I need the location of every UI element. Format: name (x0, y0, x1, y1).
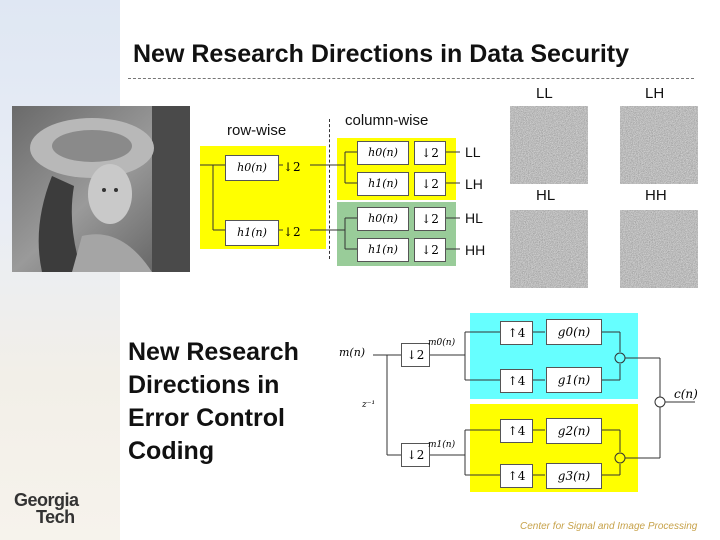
upsample-1: ↑4 (500, 321, 533, 345)
col-downsample-3: ↓2 (414, 207, 446, 231)
row-downsample-low: ↓2 (283, 160, 301, 174)
subband-label-lh: LH (645, 85, 665, 102)
coding-filter-g0: g0(n) (546, 319, 602, 345)
row-downsample-high: ↓2 (283, 225, 301, 239)
error-control-heading: New Research Directions in Error Control… (128, 338, 299, 465)
subband-tile-hh (620, 210, 698, 288)
delay-label: z⁻¹ (362, 400, 376, 410)
coding-input-label: m(n) (339, 346, 366, 359)
subband-label-hl: HL (536, 187, 556, 204)
coding-filter-g1: g1(n) (546, 367, 602, 393)
coding-filter-g3: g3(n) (546, 463, 602, 489)
upsample-3: ↑4 (500, 419, 533, 443)
row-filter-h1: h1(n) (225, 220, 279, 246)
col-downsample-1: ↓2 (414, 141, 446, 165)
column-wise-label: column-wise (345, 112, 429, 129)
row-column-divider (329, 119, 330, 259)
branch-label-m1: m1(n) (428, 440, 456, 450)
coding-output-label: c(n) (674, 387, 698, 401)
footer-text: Center for Signal and Image Processing (520, 521, 698, 532)
coding-downsample-bottom: ↓2 (401, 443, 430, 467)
logo-line-1: Georgia (14, 490, 79, 510)
output-lh: LH (465, 176, 483, 192)
coding-downsample-top: ↓2 (401, 343, 430, 367)
col-downsample-4: ↓2 (414, 238, 446, 262)
output-hl: HL (465, 210, 483, 226)
subband-tile-ll (510, 106, 588, 184)
subband-tile-lh (620, 106, 698, 184)
output-hh: HH (465, 242, 486, 258)
subband-label-hh: HH (645, 187, 667, 204)
col-filter-h1-a: h1(n) (357, 172, 409, 196)
georgia-tech-logo: Georgia Tech (14, 490, 79, 527)
upsample-2: ↑4 (500, 369, 533, 393)
col-filter-h1-b: h1(n) (357, 238, 409, 262)
subband-tile-hl (510, 210, 588, 288)
upsample-4: ↑4 (500, 464, 533, 488)
sample-photo (12, 106, 190, 272)
row-filter-h0: h0(n) (225, 155, 279, 181)
slide-title: New Research Directions in Data Security (133, 40, 630, 68)
col-filter-h0-b: h0(n) (357, 207, 409, 231)
coding-wiring (373, 331, 695, 476)
row-wise-label: row-wise (227, 122, 287, 139)
col-filter-h0-a: h0(n) (357, 141, 409, 165)
logo-line-2: Tech (36, 507, 75, 527)
col-downsample-2: ↓2 (414, 172, 446, 196)
branch-label-m0: m0(n) (428, 338, 456, 348)
coding-filter-g2: g2(n) (546, 418, 602, 444)
title-divider (128, 78, 694, 79)
subband-label-ll: LL (536, 85, 553, 102)
output-ll: LL (465, 144, 481, 160)
